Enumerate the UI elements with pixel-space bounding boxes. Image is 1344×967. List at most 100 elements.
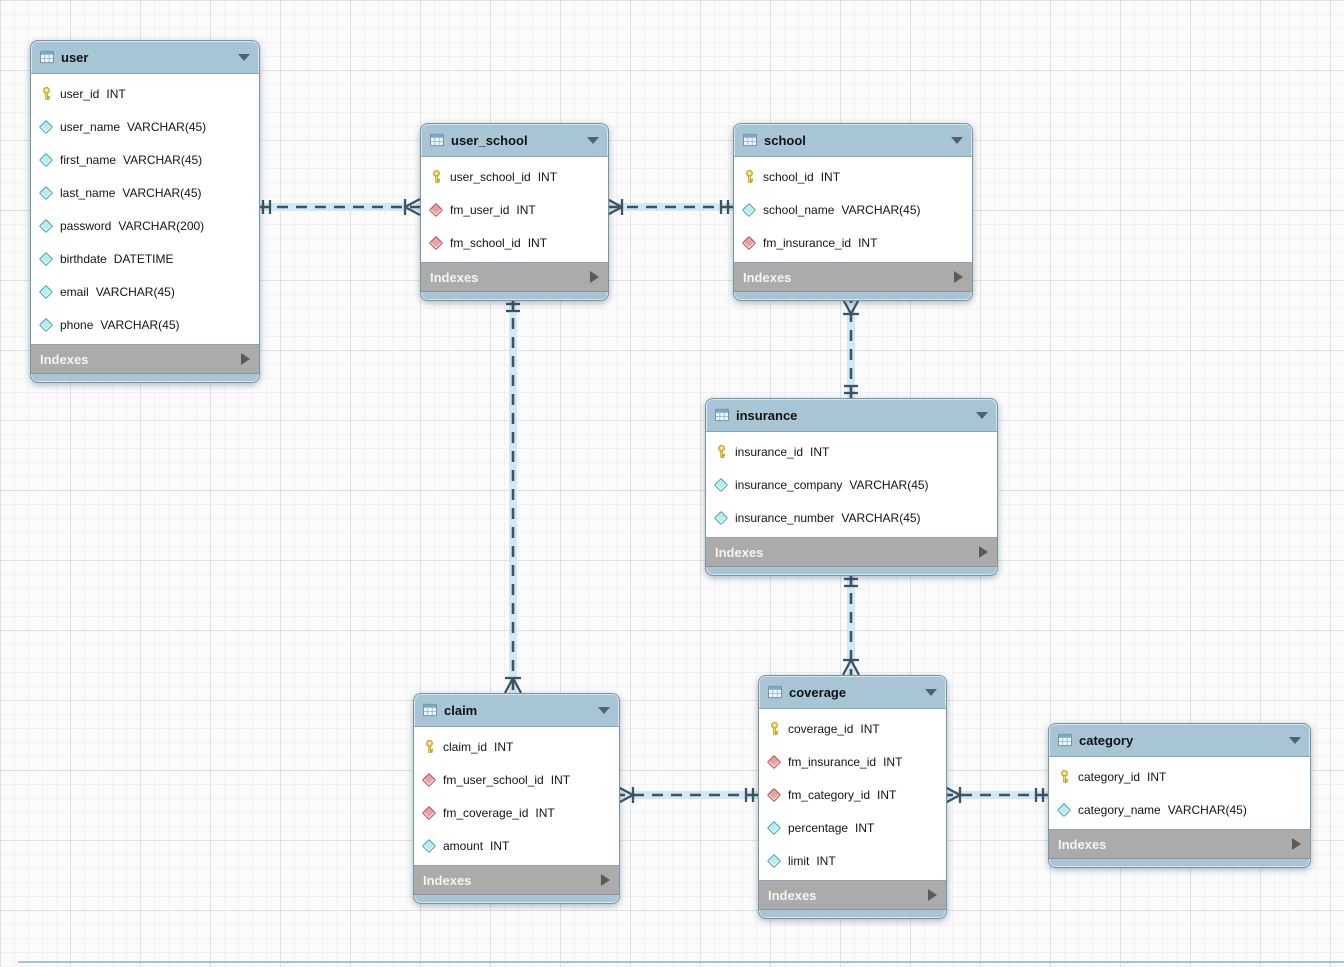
indexes-bar[interactable]: Indexes — [414, 866, 619, 895]
collapse-caret-icon[interactable] — [951, 136, 963, 144]
attribute-icon — [38, 185, 54, 200]
expand-arrow-icon[interactable] — [590, 271, 599, 283]
primary-key-icon — [770, 721, 778, 735]
column-icon-cell — [429, 169, 443, 184]
column-name: email — [60, 284, 89, 299]
collapse-caret-icon[interactable] — [925, 688, 937, 696]
column-name: limit — [788, 853, 810, 868]
column-icon-cell — [713, 510, 729, 525]
column-icon-cell — [766, 754, 782, 769]
attribute-icon — [38, 284, 54, 299]
column-name: school_id — [763, 169, 814, 184]
collapse-caret-icon[interactable] — [238, 53, 250, 61]
table-header[interactable]: claim — [414, 694, 619, 726]
expand-arrow-icon[interactable] — [979, 546, 988, 558]
expand-arrow-icon[interactable] — [954, 271, 963, 283]
relation-school-user_school[interactable] — [606, 197, 733, 217]
column-type: VARCHAR(45) — [841, 202, 921, 217]
indexes-bar[interactable]: Indexes — [31, 345, 259, 374]
column-row-school_name[interactable]: school_name VARCHAR(45) — [734, 193, 972, 226]
table-icon — [768, 685, 782, 699]
relation-user_school-claim[interactable] — [503, 299, 523, 694]
indexes-bar[interactable]: Indexes — [759, 881, 946, 910]
column-icon-cell — [1056, 802, 1072, 817]
table-header[interactable]: insurance — [706, 399, 997, 431]
column-name: fm_school_id — [450, 235, 521, 250]
expand-arrow-icon[interactable] — [928, 889, 937, 901]
relation-category-coverage[interactable] — [944, 785, 1048, 805]
column-icon-cell — [766, 787, 782, 802]
table-title: category — [1079, 732, 1134, 748]
indexes-bar[interactable]: Indexes — [1049, 830, 1310, 859]
primary-key-icon — [42, 86, 50, 100]
table-title: claim — [444, 702, 478, 718]
column-icon-cell — [428, 202, 444, 217]
indexes-bar[interactable]: Indexes — [734, 263, 972, 292]
foreign-key-icon — [428, 202, 444, 217]
column-name: school_name — [763, 202, 835, 217]
indexes-bar[interactable]: Indexes — [706, 538, 997, 567]
relation-user-user_school[interactable] — [258, 197, 421, 217]
column-icon-cell — [421, 838, 437, 853]
table-header[interactable]: school — [734, 124, 972, 156]
table-header[interactable]: category — [1049, 724, 1310, 756]
table-icon — [430, 133, 444, 147]
collapse-caret-icon[interactable] — [598, 706, 610, 714]
indexes-bar[interactable]: Indexes — [421, 263, 608, 292]
column-type: INT — [516, 202, 536, 217]
column-icon-cell — [713, 477, 729, 492]
column-type: INT — [860, 721, 880, 736]
expand-arrow-icon[interactable] — [601, 874, 610, 886]
column-icon-cell — [38, 284, 54, 299]
collapse-caret-icon[interactable] — [976, 411, 988, 419]
relation-insurance-school[interactable] — [841, 298, 861, 398]
collapse-caret-icon[interactable] — [1289, 736, 1301, 744]
relation-coverage-claim[interactable] — [617, 785, 758, 805]
expand-arrow-icon[interactable] — [1292, 838, 1301, 850]
expand-arrow-icon[interactable] — [241, 353, 250, 365]
table-title: user_school — [451, 132, 528, 148]
table-header[interactable]: user_school — [421, 124, 608, 156]
table-header[interactable]: coverage — [759, 676, 946, 708]
collapse-caret-icon[interactable] — [587, 136, 599, 144]
table-header[interactable]: user — [31, 41, 259, 73]
relation-insurance-coverage[interactable] — [841, 574, 861, 676]
